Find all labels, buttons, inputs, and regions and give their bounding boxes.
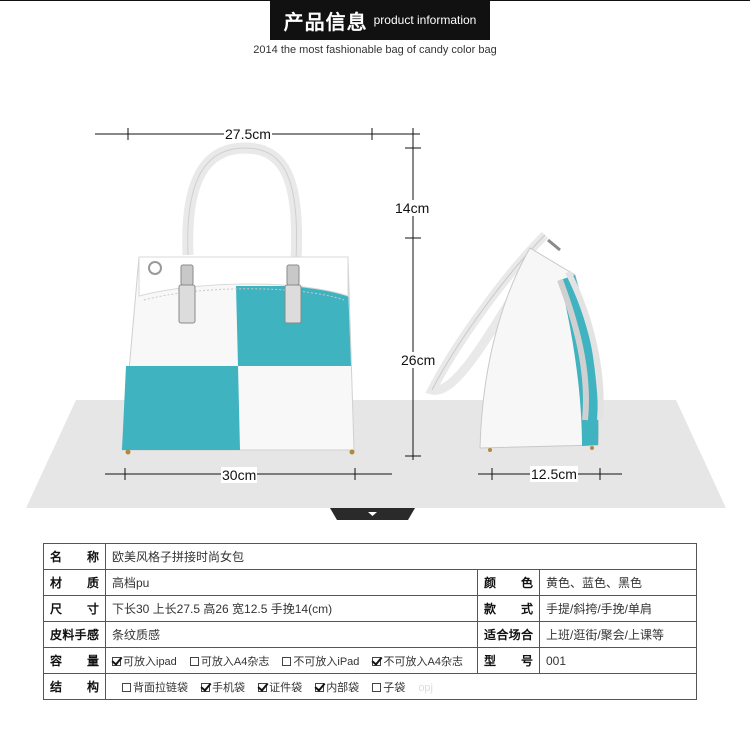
- label-style: 款 式: [477, 595, 540, 622]
- dim-length-top: 27.5cm: [224, 126, 272, 142]
- value-texture: 条纹质感: [105, 621, 478, 648]
- checkbox-icon: [282, 656, 292, 666]
- dim-height-body: 26cm: [400, 352, 437, 368]
- label-occasion: 适合场合: [477, 621, 540, 648]
- bag-illustration: [95, 128, 622, 480]
- structure-option: 内部袋: [315, 682, 359, 694]
- label-color: 颜 色: [477, 569, 540, 596]
- checkbox-icon: [189, 656, 199, 666]
- capacity-option: 不可放入iPad: [282, 656, 359, 668]
- dim-height-handle: 14cm: [394, 200, 431, 216]
- header-title-en: product information: [373, 13, 477, 27]
- checkbox-icon: [122, 682, 131, 692]
- table-row-size: 尺 寸 下长30 上长27.5 高26 宽12.5 手挽14(cm) 款 式 手…: [43, 595, 697, 622]
- table-row-texture: 皮料手感 条纹质感 适合场合 上班/逛街/聚会/上课等: [43, 621, 697, 648]
- dim-width: 12.5cm: [530, 466, 578, 482]
- label-capacity: 容 量: [43, 647, 106, 674]
- value-model: 001: [539, 647, 697, 674]
- value-occasion: 上班/逛街/聚会/上课等: [539, 621, 697, 648]
- watermark-text: opj: [418, 681, 433, 694]
- value-capacity: 可放入ipad 可放入A4杂志 不可放入iPad 不可放入A4杂志: [105, 647, 478, 674]
- structure-option: 子袋: [372, 682, 405, 694]
- value-color: 黄色、蓝色、黑色: [539, 569, 697, 596]
- table-row-structure: 结 构 背面拉链袋 手机袋 证件袋 内部袋 子袋 opj: [43, 673, 697, 700]
- value-style: 手提/斜挎/手挽/单肩: [539, 595, 697, 622]
- header-rule-right: [490, 0, 750, 1]
- checkbox-icon: [315, 682, 325, 692]
- table-row-material: 材 质 高档pu 颜 色 黄色、蓝色、黑色: [43, 569, 697, 596]
- label-model: 型 号: [477, 647, 540, 674]
- checkbox-icon: [372, 682, 382, 692]
- capacity-option: 可放入A4杂志: [189, 656, 269, 668]
- structure-option: 背面拉链袋: [122, 682, 188, 694]
- label-texture: 皮料手感: [43, 621, 106, 648]
- product-info-table: 名 称 欧美风格子拼接时尚女包 材 质 高档pu 颜 色 黄色、蓝色、黑色 尺 …: [43, 543, 697, 700]
- value-size: 下长30 上长27.5 高26 宽12.5 手挽14(cm): [105, 595, 478, 622]
- product-photo: 27.5cm 14cm 26cm 30cm 12.5cm: [0, 120, 750, 515]
- label-material: 材 质: [43, 569, 106, 596]
- subtitle: 2014 the most fashionable bag of candy c…: [253, 44, 497, 56]
- table-row-name: 名 称 欧美风格子拼接时尚女包: [43, 543, 697, 570]
- checkbox-icon: [372, 656, 382, 666]
- chevron-down-icon: [330, 508, 415, 520]
- capacity-option: 可放入ipad: [112, 656, 177, 668]
- checkbox-icon: [112, 656, 121, 666]
- label-name: 名 称: [43, 543, 106, 570]
- label-size: 尺 寸: [43, 595, 106, 622]
- header-rule-left: [0, 0, 270, 1]
- value-name: 欧美风格子拼接时尚女包: [105, 543, 697, 570]
- checkbox-icon: [201, 682, 211, 692]
- dim-length-bottom: 30cm: [221, 467, 258, 483]
- section-header: 产品信息 product information: [0, 0, 750, 40]
- capacity-option: 不可放入A4杂志: [372, 656, 463, 668]
- value-material: 高档pu: [105, 569, 478, 596]
- checkbox-icon: [258, 682, 268, 692]
- header-title-box: 产品信息 product information: [270, 0, 490, 40]
- structure-option: 手机袋: [201, 682, 245, 694]
- header-title-cn: 产品信息: [283, 9, 368, 34]
- value-structure: 背面拉链袋 手机袋 证件袋 内部袋 子袋 opj: [105, 673, 697, 700]
- label-structure: 结 构: [43, 673, 106, 700]
- table-row-capacity: 容 量 可放入ipad 可放入A4杂志 不可放入iPad 不可放入A4杂志 型 …: [43, 647, 697, 674]
- structure-option: 证件袋: [258, 682, 302, 694]
